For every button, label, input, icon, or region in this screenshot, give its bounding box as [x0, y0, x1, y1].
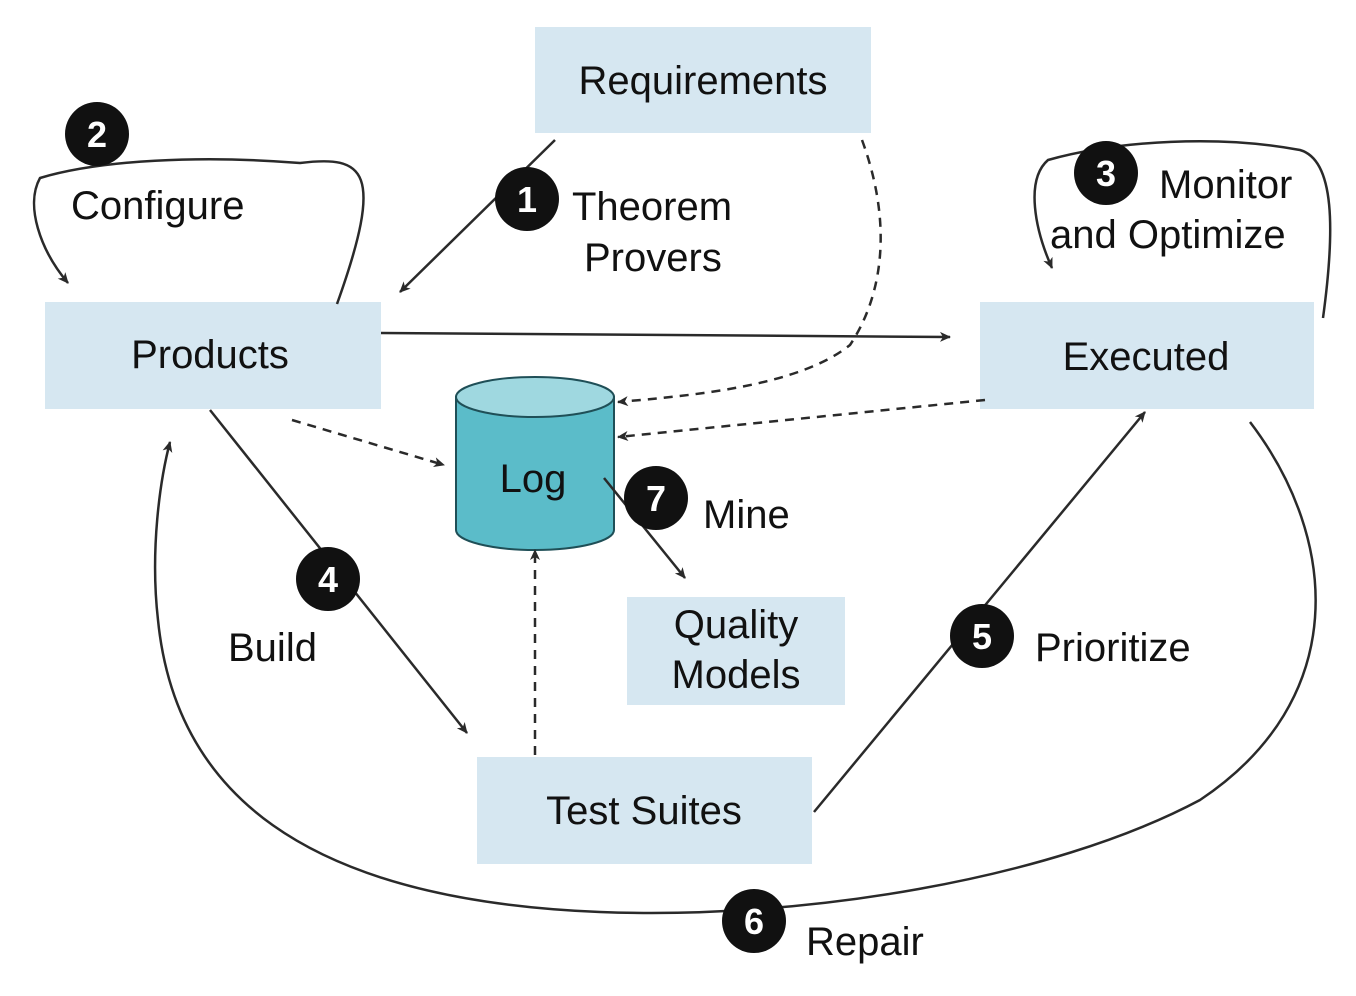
requirements-box: Requirements — [535, 27, 871, 133]
arrow-monitor-loop — [1033, 140, 1332, 319]
step-4: 4 Build — [228, 547, 360, 670]
step-4-badge — [296, 547, 360, 611]
arrow-requirements-to-products — [399, 139, 556, 293]
step-7-number: 7 — [646, 478, 666, 519]
step-2-label: Configure — [71, 184, 244, 228]
log-label: Log — [500, 457, 567, 501]
step-3-badge — [1074, 141, 1138, 205]
step-3-number: 3 — [1096, 153, 1116, 194]
test-suites-label: Test Suites — [546, 789, 742, 833]
step-3: 3 Monitor and Optimize — [1050, 141, 1292, 257]
quality-models-box-bg — [627, 597, 845, 705]
products-box-bg — [45, 302, 381, 409]
step-6: 6 Repair — [722, 889, 924, 964]
products-box: Products — [45, 302, 381, 409]
arrow-products-to-executed — [380, 331, 951, 342]
step-5-label: Prioritize — [1035, 626, 1191, 670]
step-3-label-line2: and Optimize — [1050, 213, 1286, 257]
step-5-badge — [950, 604, 1014, 668]
test-suites-box-bg — [477, 757, 812, 864]
step-2-badge — [65, 102, 129, 166]
step-5-number: 5 — [972, 616, 992, 657]
dashed-requirements-to-log — [617, 139, 882, 407]
step-2: 2 Configure — [65, 102, 244, 228]
step-7-label: Mine — [703, 493, 790, 537]
step-7-badge — [624, 466, 688, 530]
step-1-label-line1: Theorem — [572, 185, 732, 229]
step-3-label-line1: Monitor — [1159, 163, 1292, 207]
arrow-repair-loop — [153, 421, 1317, 915]
step-7: 7 Mine — [624, 466, 790, 537]
dashed-executed-to-log — [617, 398, 986, 441]
step-6-label: Repair — [806, 920, 924, 964]
step-4-label: Build — [228, 626, 317, 670]
quality-models-label-line1: Quality — [674, 603, 799, 647]
step-6-badge — [722, 889, 786, 953]
requirements-label: Requirements — [578, 59, 827, 103]
step-2-number: 2 — [87, 114, 107, 155]
test-suites-box: Test Suites — [477, 757, 812, 864]
step-4-number: 4 — [318, 559, 338, 600]
quality-models-label-line2: Models — [672, 653, 801, 697]
step-1-badge — [495, 167, 559, 231]
dashed-products-to-log — [291, 418, 445, 467]
step-1-label-line2: Provers — [584, 236, 722, 280]
executed-box-bg — [980, 302, 1314, 409]
arrow-log-to-quality-models — [603, 477, 686, 579]
quality-models-box: Quality Models — [627, 597, 845, 705]
step-1: 1 Theorem Provers — [495, 167, 732, 280]
step-1-number: 1 — [517, 179, 537, 220]
log-cylinder-top — [455, 376, 615, 418]
step-6-number: 6 — [744, 901, 764, 942]
requirements-box-bg — [535, 27, 871, 133]
log-database: Log — [455, 376, 615, 551]
executed-box: Executed — [980, 302, 1314, 409]
products-label: Products — [131, 333, 289, 377]
executed-label: Executed — [1063, 335, 1230, 379]
arrow-configure-loop — [32, 158, 365, 305]
step-5: 5 Prioritize — [950, 604, 1191, 670]
